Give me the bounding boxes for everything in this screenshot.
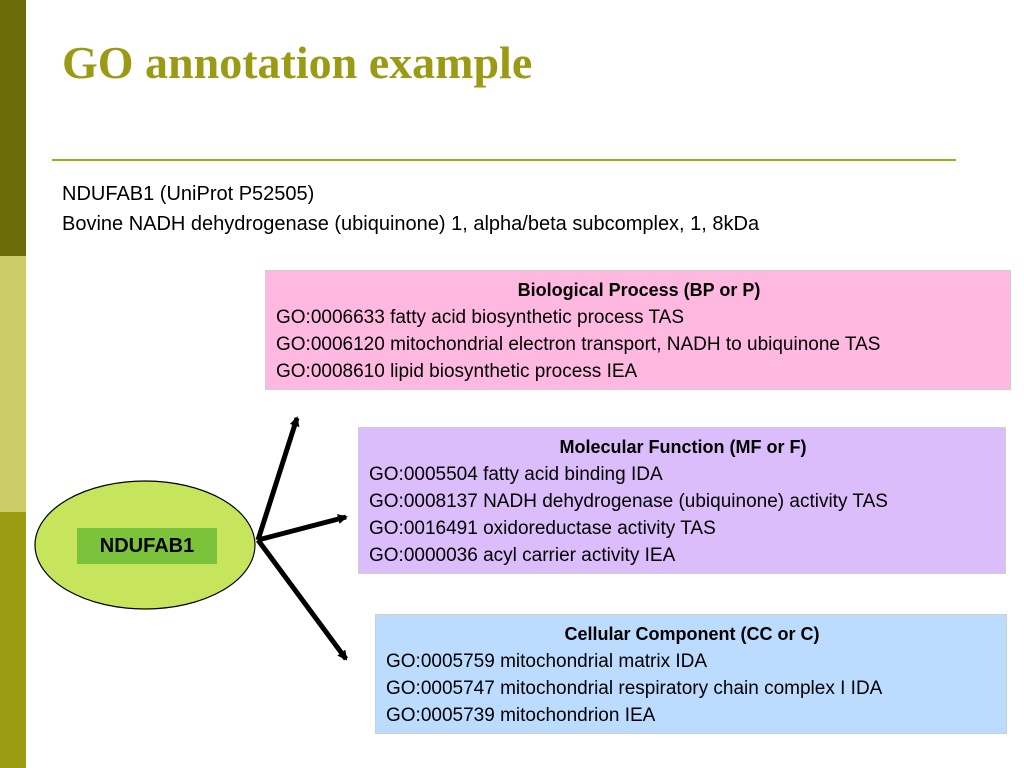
mf-term: GO:0005504 fatty acid binding IDA: [369, 464, 663, 485]
bp-term: GO:0006120 mitochondrial electron transp…: [276, 334, 881, 355]
accent-bar-middle: [0, 256, 26, 512]
biological-process-heading: Biological Process (BP or P): [517, 280, 761, 300]
arrow-to-molecular-function: [257, 514, 348, 543]
cellular-component-heading: Cellular Component (CC or C): [564, 624, 820, 644]
cc-term: GO:0005739 mitochondrion IEA: [386, 705, 656, 726]
mf-term: GO:0016491 oxidoreductase activity TAS: [369, 518, 716, 539]
mf-term: GO:0000036 acyl carrier activity IEA: [369, 545, 676, 566]
molecular-function-box: Molecular Function (MF or F) GO:0005504 …: [358, 427, 1006, 574]
arrow-to-biological-process: [255, 416, 300, 541]
bp-term: GO:0008610 lipid biosynthetic process IE…: [276, 361, 638, 382]
cellular-component-box: Cellular Component (CC or C) GO:0005759 …: [375, 614, 1007, 734]
accent-bar-top: [0, 0, 26, 256]
cc-term: GO:0005747 mitochondrial respiratory cha…: [386, 678, 883, 699]
bp-term: GO:0006633 fatty acid biosynthetic proce…: [276, 307, 685, 328]
slide-title: GO annotation example: [62, 37, 533, 88]
biological-process-box: Biological Process (BP or P) GO:0006633 …: [265, 270, 1011, 390]
protein-node-label: NDUFAB1: [77, 528, 217, 564]
arrow-to-cellular-component: [255, 538, 349, 661]
title-divider: [52, 159, 956, 161]
cc-term: GO:0005759 mitochondrial matrix IDA: [386, 651, 708, 672]
accent-bar-bottom: [0, 512, 26, 768]
protein-line: NDUFAB1 (UniProt P52505): [62, 183, 315, 205]
mf-term: GO:0008137 NADH dehydrogenase (ubiquinon…: [369, 491, 888, 512]
protein-description: Bovine NADH dehydrogenase (ubiquinone) 1…: [62, 213, 760, 235]
molecular-function-heading: Molecular Function (MF or F): [559, 437, 807, 457]
